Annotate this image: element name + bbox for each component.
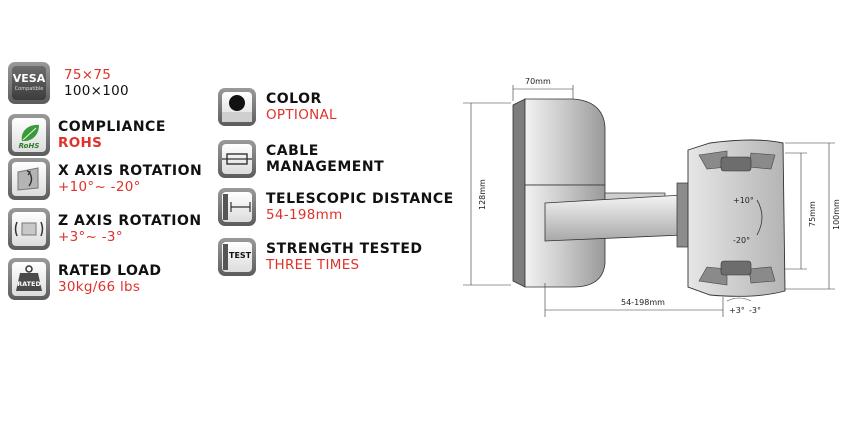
test-icon-text: TEST xyxy=(229,251,252,260)
telescopic-title: TELESCOPIC DISTANCE xyxy=(266,191,454,207)
tilt-down-label: -20° xyxy=(733,236,750,245)
color-value: OPTIONAL xyxy=(266,107,337,123)
cable-management-icon xyxy=(218,140,256,178)
rated-icon-text: RATED xyxy=(17,280,41,288)
height-dimension-label: 128mm xyxy=(478,179,487,210)
color-swatch-icon xyxy=(218,88,256,126)
z-axis-value: +3°~ -3° xyxy=(58,229,123,245)
telescopic-icon xyxy=(218,188,256,226)
color-title: COLOR xyxy=(266,91,322,107)
vesa-icon: VESA Compatible xyxy=(8,62,50,104)
strength-test-icon: TEST xyxy=(218,238,256,276)
wall-plate xyxy=(512,98,606,288)
width-dimension-label: 70mm xyxy=(525,77,551,86)
strength-value: THREE TIMES xyxy=(266,257,360,273)
extension-dimension-label: 54-198mm xyxy=(621,298,665,307)
spec-x-axis-rotation: X AXIS ROTATION +10°~ -20° xyxy=(8,158,202,200)
rated-weight-icon: RATED xyxy=(8,258,50,300)
spec-cable-management: CABLE MANAGEMENT xyxy=(218,140,384,178)
vesa-size-large: 100×100 xyxy=(64,83,129,99)
extension-arm xyxy=(544,182,694,248)
z-rotation-icon xyxy=(8,208,50,250)
compliance-title: COMPLIANCE xyxy=(58,119,166,135)
vesa-icon-subtext: Compatible xyxy=(14,86,44,92)
dimension-lines xyxy=(463,85,835,317)
tv-mounting-plate xyxy=(687,139,786,297)
spec-z-axis-rotation: Z AXIS ROTATION +3°~ -3° xyxy=(8,208,202,250)
vesa-75-dimension-label: 75mm xyxy=(808,201,817,227)
spec-rated-load: RATED RATED LOAD 30kg/66 lbs xyxy=(8,258,162,300)
strength-title: STRENGTH TESTED xyxy=(266,241,423,257)
rohs-icon-text: RoHS xyxy=(18,142,40,150)
wall-mount-technical-drawing: 70mm 128mm 54-198mm 75mm 100mm +10° -20°… xyxy=(463,77,841,317)
x-rotation-icon xyxy=(8,158,50,200)
spec-compliance: RoHS COMPLIANCE ROHS xyxy=(8,114,166,156)
spec-color: COLOR OPTIONAL xyxy=(218,88,337,126)
spec-vesa: VESA Compatible 75×75 100×100 xyxy=(8,62,129,104)
spec-telescopic-distance: TELESCOPIC DISTANCE 54-198mm xyxy=(218,188,454,226)
x-axis-value: +10°~ -20° xyxy=(58,179,141,195)
swivel-right-label: -3° xyxy=(749,306,761,315)
rated-load-title: RATED LOAD xyxy=(58,263,162,279)
z-axis-title: Z AXIS ROTATION xyxy=(58,213,202,229)
compliance-value: ROHS xyxy=(58,135,103,151)
tilt-up-label: +10° xyxy=(733,196,754,205)
cable-title-line1: CABLE xyxy=(266,143,319,159)
x-axis-title: X AXIS ROTATION xyxy=(58,163,203,179)
spec-strength-tested: TEST STRENGTH TESTED THREE TIMES xyxy=(218,238,423,276)
vesa-100-dimension-label: 100mm xyxy=(832,199,841,230)
vesa-icon-text: VESA xyxy=(12,72,46,85)
swivel-left-label: +3° xyxy=(729,306,745,315)
telescopic-value: 54-198mm xyxy=(266,207,343,223)
rohs-leaf-icon: RoHS xyxy=(8,114,50,156)
rated-load-value: 30kg/66 lbs xyxy=(58,279,141,295)
cable-title-line2: MANAGEMENT xyxy=(266,159,385,175)
vesa-size-small: 75×75 xyxy=(64,67,112,83)
